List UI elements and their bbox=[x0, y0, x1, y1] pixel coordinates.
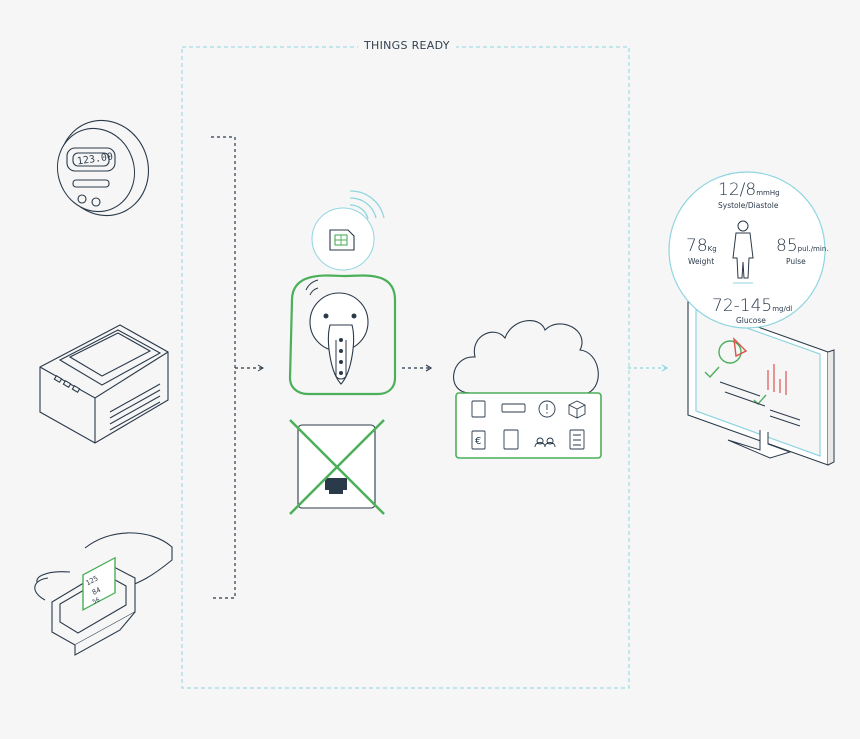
computer-monitor bbox=[687, 301, 835, 466]
glucose-unit: mg/dl bbox=[772, 305, 793, 313]
weight-value: 78 bbox=[686, 236, 708, 256]
dashboard-pie-chart bbox=[718, 337, 748, 364]
iot-gateway-device bbox=[288, 274, 397, 396]
wireless-signal-icon bbox=[349, 190, 385, 220]
cloud-services-panel: € bbox=[455, 392, 602, 459]
arrow-to-monitor bbox=[628, 364, 669, 372]
electric-meter-icon bbox=[56, 119, 150, 217]
svg-text:€: € bbox=[475, 436, 481, 447]
weight-value-group: 78Kg bbox=[686, 236, 717, 256]
pulse-label: Pulse bbox=[786, 257, 806, 266]
router-service-icon bbox=[501, 403, 526, 413]
arrow-to-gateway bbox=[257, 364, 264, 372]
users-service-icon bbox=[534, 437, 556, 448]
sim-service-icon bbox=[471, 400, 486, 418]
glucose-value-group: 72-145mg/dl bbox=[712, 296, 792, 316]
glucose-label: Glucose bbox=[736, 316, 766, 325]
glucose-value: 72-145 bbox=[712, 296, 773, 316]
alert-service-icon bbox=[538, 400, 556, 418]
health-readings-bubble bbox=[668, 171, 826, 329]
blood-pressure-monitor-icon bbox=[34, 532, 173, 656]
sim-card-bubble bbox=[311, 207, 375, 271]
billing-service-icon bbox=[471, 430, 486, 450]
dashboard-lines bbox=[719, 381, 801, 427]
pulse-value: 85 bbox=[776, 236, 798, 256]
report-service-icon bbox=[503, 429, 519, 450]
dashboard-check-mark bbox=[704, 366, 720, 379]
pulse-value-group: 85pul./min. bbox=[776, 236, 828, 256]
checklist-service-icon bbox=[569, 429, 585, 450]
pulse-unit: pul./min. bbox=[797, 245, 829, 253]
systole-value-group: 12/8mmHg bbox=[718, 180, 780, 200]
bp-display-bottom: 56 bbox=[91, 596, 101, 606]
frame-title: THINGS READY bbox=[358, 39, 456, 52]
bp-display-mid: 84 bbox=[91, 586, 102, 597]
printer-icon bbox=[39, 324, 169, 444]
weight-label: Weight bbox=[688, 257, 715, 266]
ethernet-port-crossed-icon bbox=[289, 419, 385, 515]
package-service-icon bbox=[568, 400, 586, 419]
cloud-icon bbox=[453, 320, 599, 394]
things-ready-frame bbox=[181, 46, 630, 689]
human-body-icon bbox=[732, 220, 754, 284]
systole-label: Systole/Diastole bbox=[718, 201, 779, 210]
device-bracket bbox=[211, 136, 262, 599]
arrow-to-cloud bbox=[402, 364, 433, 372]
dashboard-bars bbox=[767, 364, 787, 395]
systole-unit: mmHg bbox=[756, 189, 780, 197]
systole-value: 12/8 bbox=[718, 180, 757, 200]
weight-unit: Kg bbox=[707, 245, 717, 253]
